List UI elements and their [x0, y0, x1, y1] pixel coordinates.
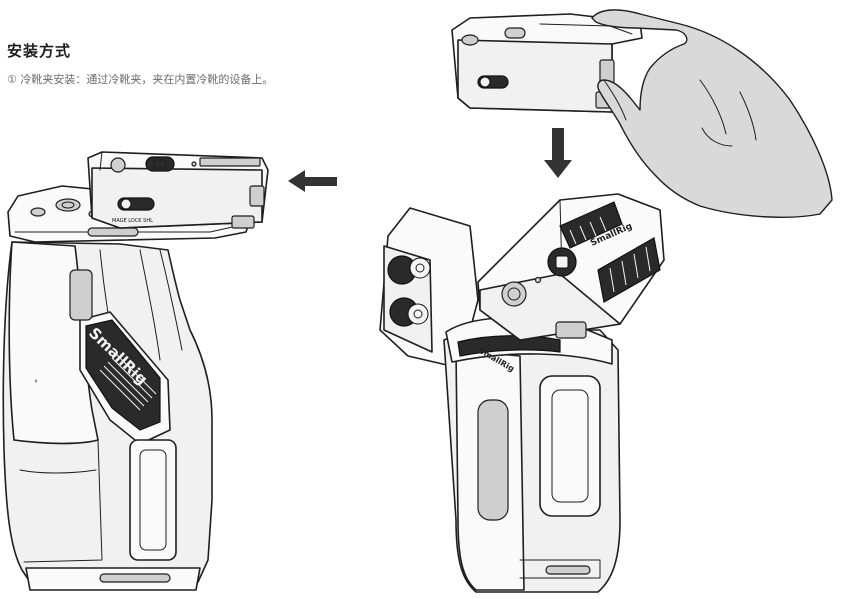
- hand-with-clip-illustration: [451, 9, 833, 218]
- arrow-left-icon: [288, 170, 337, 192]
- left-switch-label: MAGE LOCK SHL: [112, 218, 153, 224]
- right-grip-illustration: SmallRig SmallRig: [379, 193, 665, 593]
- step-1-instruction: ① 冷靴夹安装：通过冷靴夹，夹在内置冷靴的设备上。: [7, 73, 274, 86]
- section-title: 安装方式: [7, 42, 72, 60]
- left-grip-illustration: SmallRig MAGE LOCK SHL: [2, 151, 269, 591]
- arrow-down-icon: [544, 128, 572, 178]
